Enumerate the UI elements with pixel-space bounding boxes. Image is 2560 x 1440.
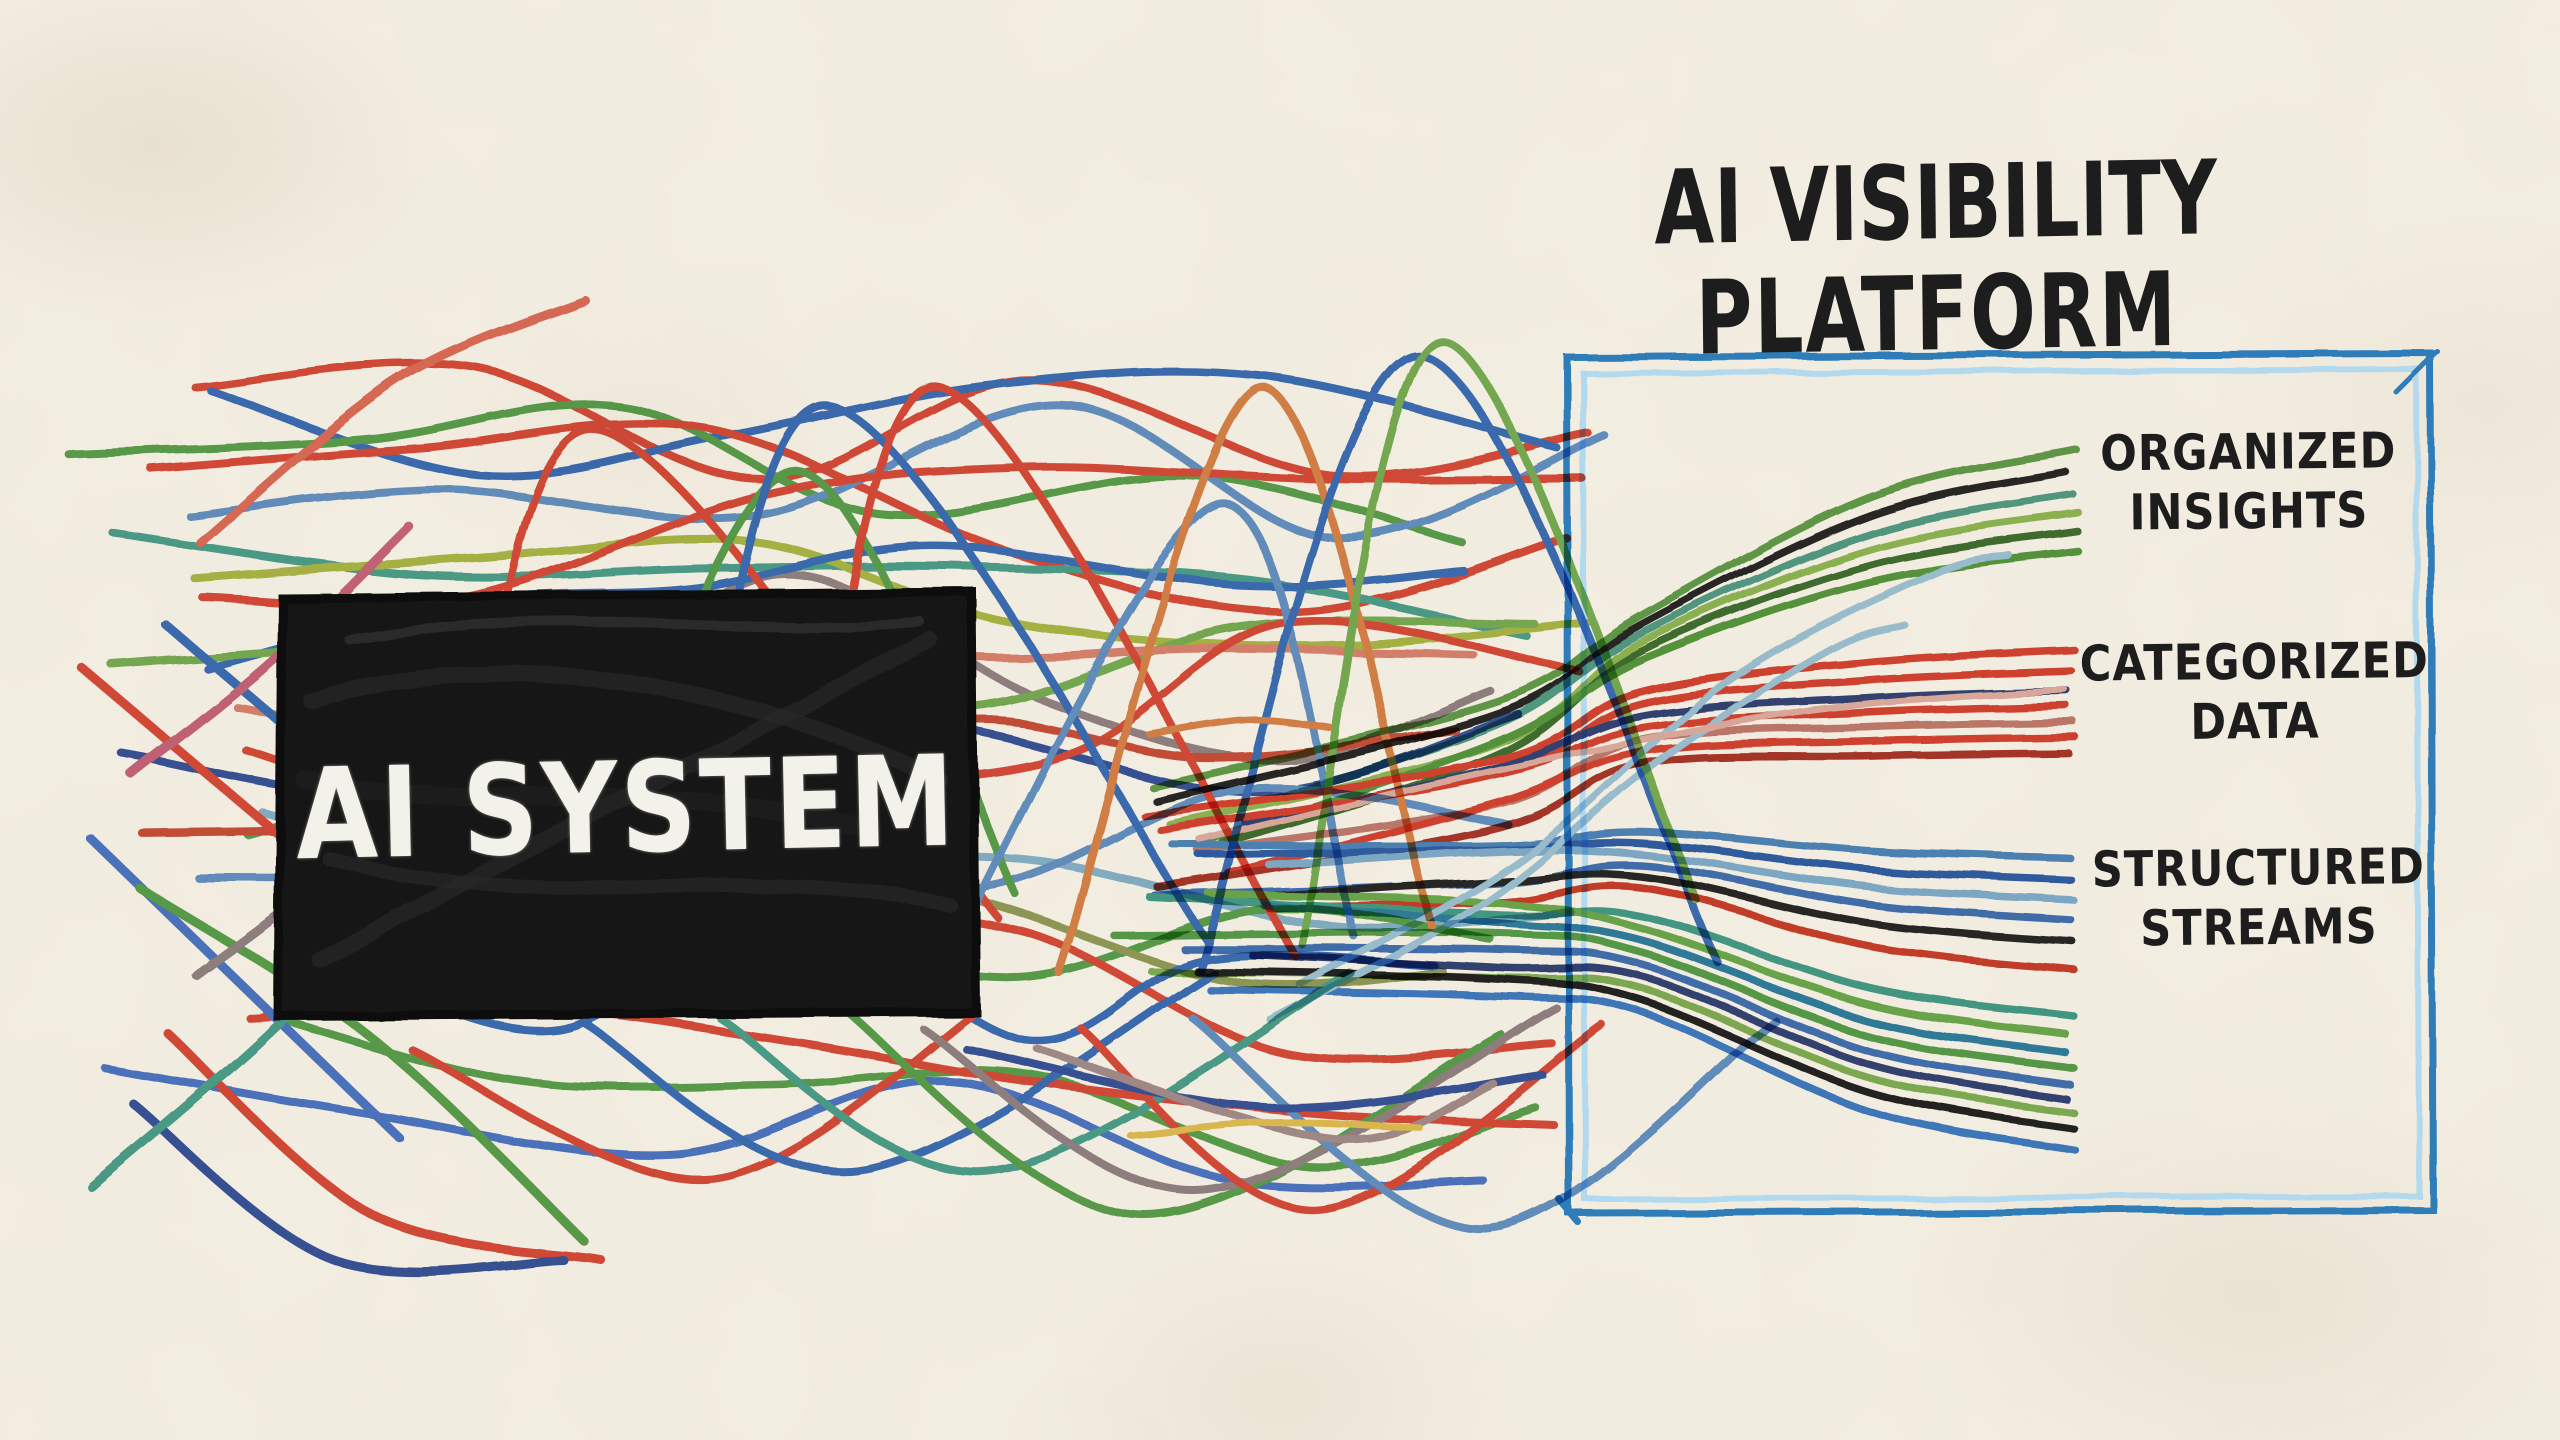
tangle-dip-line [962,1044,1547,1112]
platform-title-line1: AI VISIBILITY [1653,137,2218,268]
tangle-dip-line [1188,1014,1779,1234]
output-label-line2: DATA [2190,692,2320,751]
tangle-dip-line [579,968,1218,1176]
output-label-line1: ORGANIZED [2099,422,2397,483]
ai-system-box [273,587,981,1021]
tangle-accent-line [1126,1118,1424,1139]
tangle-accent-line [1146,716,1334,739]
tangle-dip-line [919,1004,1561,1195]
ai-system-label: AI SYSTEM [294,727,959,888]
bundle-line-lower-streams [1110,928,2078,1072]
output-label-line1: CATEGORIZED [2079,632,2430,693]
platform-title-line2: PLATFORM [1695,249,2179,378]
tangle-fan-line [126,522,414,779]
output-label-categorized-data: CATEGORIZED DATA [2068,632,2442,754]
platform-frame-inner [1579,365,2423,1203]
output-label-line1: STRUCTURED [2091,838,2426,899]
output-label-line2: STREAMS [2139,897,2378,958]
bundle-line-structured-streams [1209,869,2077,946]
bundle-lines [1110,446,2083,1154]
bundle-line-lower-streams [1248,951,2070,1102]
bundle-line-lower-streams [1259,901,2070,1056]
tangle-dip-line [1033,1045,1498,1144]
bundle-line-structured-streams [1265,845,2078,904]
tangle-line [147,419,1571,617]
bundle-line-structured-streams [1264,881,2079,974]
ai-system-box-scribble-texture [296,617,957,968]
stray-line [1266,621,1909,1024]
output-label-line2: INSIGHTS [2129,481,2369,542]
tangle-dip-line [832,999,1506,1219]
bundle-line-categorized-data [1140,646,2079,820]
output-label-organized-insights: ORGANIZED INSIGHTS [2062,422,2436,544]
tangle-fan-line [196,295,590,548]
bundle-line-categorized-data [1156,702,2071,835]
stray-line [1196,686,2069,844]
tangle-dip-line [716,969,1356,1176]
tangle-fan-line [128,1099,569,1277]
bundle-line-structured-streams [1169,828,2075,862]
bundle-line-lower-streams [1205,985,2080,1154]
bundle-line-lower-streams [1205,890,2070,1038]
tangle-arc-line [1298,337,1702,949]
tangle-fan-line [86,834,404,1143]
platform-frame-corner-tick [2393,348,2440,395]
bundle-line-structured-streams [1195,838,2076,884]
bundle-line-organized-insights [1151,468,2070,805]
bundle-line-organized-insights [1147,446,2081,791]
bundle-line-organized-insights [1230,490,2077,814]
bundle-line-lower-streams [1192,966,2078,1132]
stray-line [1296,552,2014,989]
tangle-line [206,367,1561,480]
tangle-arc-line [1055,384,1437,978]
tangle-dip-line [407,1007,981,1184]
platform-title: AI VISIBILITY PLATFORM [1595,138,2278,378]
output-label-structured-streams: STRUCTURED STREAMS [2072,838,2446,960]
tangle-fan-line [135,883,589,1246]
